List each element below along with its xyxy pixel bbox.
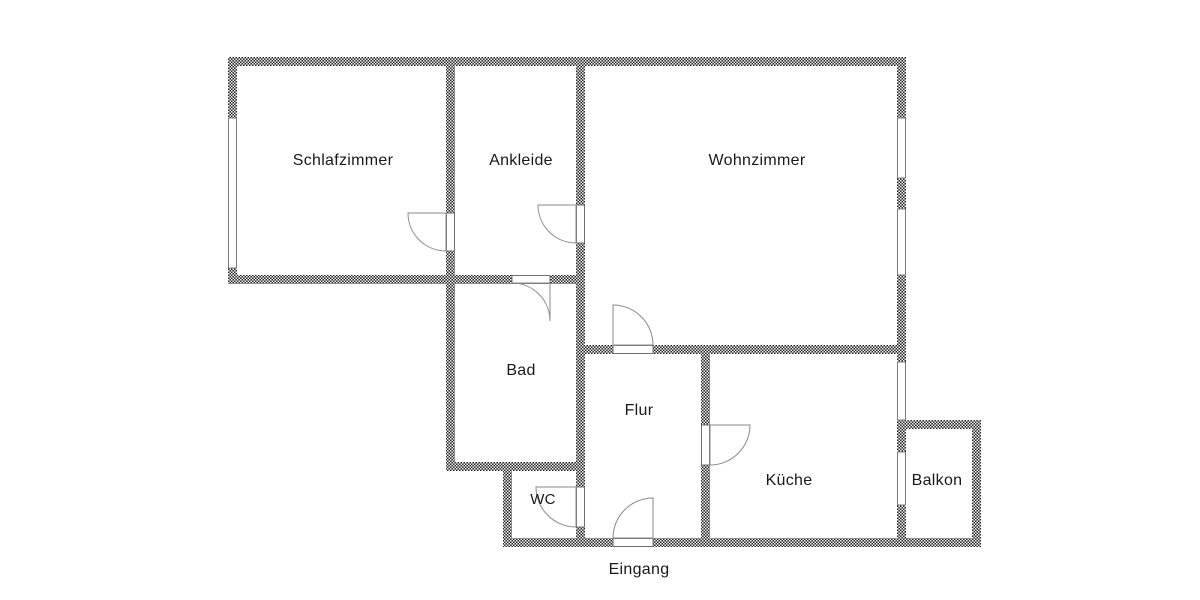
room-area-bad	[455, 284, 576, 462]
door-eingang	[612, 497, 654, 547]
room-label-schlafzimmer: Schlafzimmer	[293, 152, 394, 169]
room-label-kueche: Küche	[766, 472, 813, 489]
wall-bad-bottom	[446, 462, 585, 471]
room-area-ankleide	[455, 66, 576, 275]
room-area-schlafzimmer	[237, 66, 446, 275]
doors	[407, 204, 751, 547]
wall-balkon-top	[897, 420, 981, 429]
wall-balkon-bottom	[897, 538, 981, 547]
room-label-flur: Flur	[625, 402, 654, 419]
door-wc	[535, 486, 585, 528]
windows	[228, 117, 906, 506]
wall-exterior-top	[228, 57, 906, 66]
window-wohnzimmer-east-upper	[897, 117, 906, 179]
wall-balkon-right	[972, 420, 981, 547]
room-labels: Schlafzimmer Ankleide Wohnzimmer Bad Flu…	[293, 152, 963, 508]
window-kueche-east	[897, 361, 906, 421]
door-ankleide	[537, 204, 585, 244]
door-schlafzimmer	[407, 212, 455, 252]
room-label-balkon: Balkon	[912, 472, 963, 489]
annotations: Eingang	[609, 561, 670, 578]
window-balkon-west	[897, 451, 906, 506]
entrance-label: Eingang	[609, 561, 670, 578]
room-area-wc	[512, 471, 576, 538]
door-bad	[511, 275, 551, 322]
door-wohnzimmer-flur	[612, 304, 654, 354]
room-label-ankleide: Ankleide	[489, 152, 553, 169]
room-label-bad: Bad	[506, 362, 535, 379]
room-area-balkon	[906, 429, 972, 538]
wall-schlafzimmer-ankleide	[446, 57, 455, 284]
door-kueche	[701, 424, 751, 466]
wall-wohnzimmer-bottom	[585, 345, 906, 354]
room-area-kueche	[710, 354, 897, 538]
wall-bad-left	[446, 284, 455, 471]
wall-bad-flur	[576, 284, 585, 547]
window-wohnzimmer-east-lower	[897, 208, 906, 276]
wall-wc-left	[503, 462, 512, 547]
room-label-wohnzimmer: Wohnzimmer	[709, 152, 806, 169]
wall-schlafzimmer-bottom	[228, 275, 455, 284]
room-area-wohnzimmer	[585, 66, 897, 336]
window-schlafzimmer-west	[228, 117, 237, 269]
room-interiors	[237, 66, 972, 538]
room-label-wc: WC	[530, 491, 556, 508]
room-area-flur	[585, 354, 701, 538]
wall-ankleide-wohnzimmer	[576, 57, 585, 284]
